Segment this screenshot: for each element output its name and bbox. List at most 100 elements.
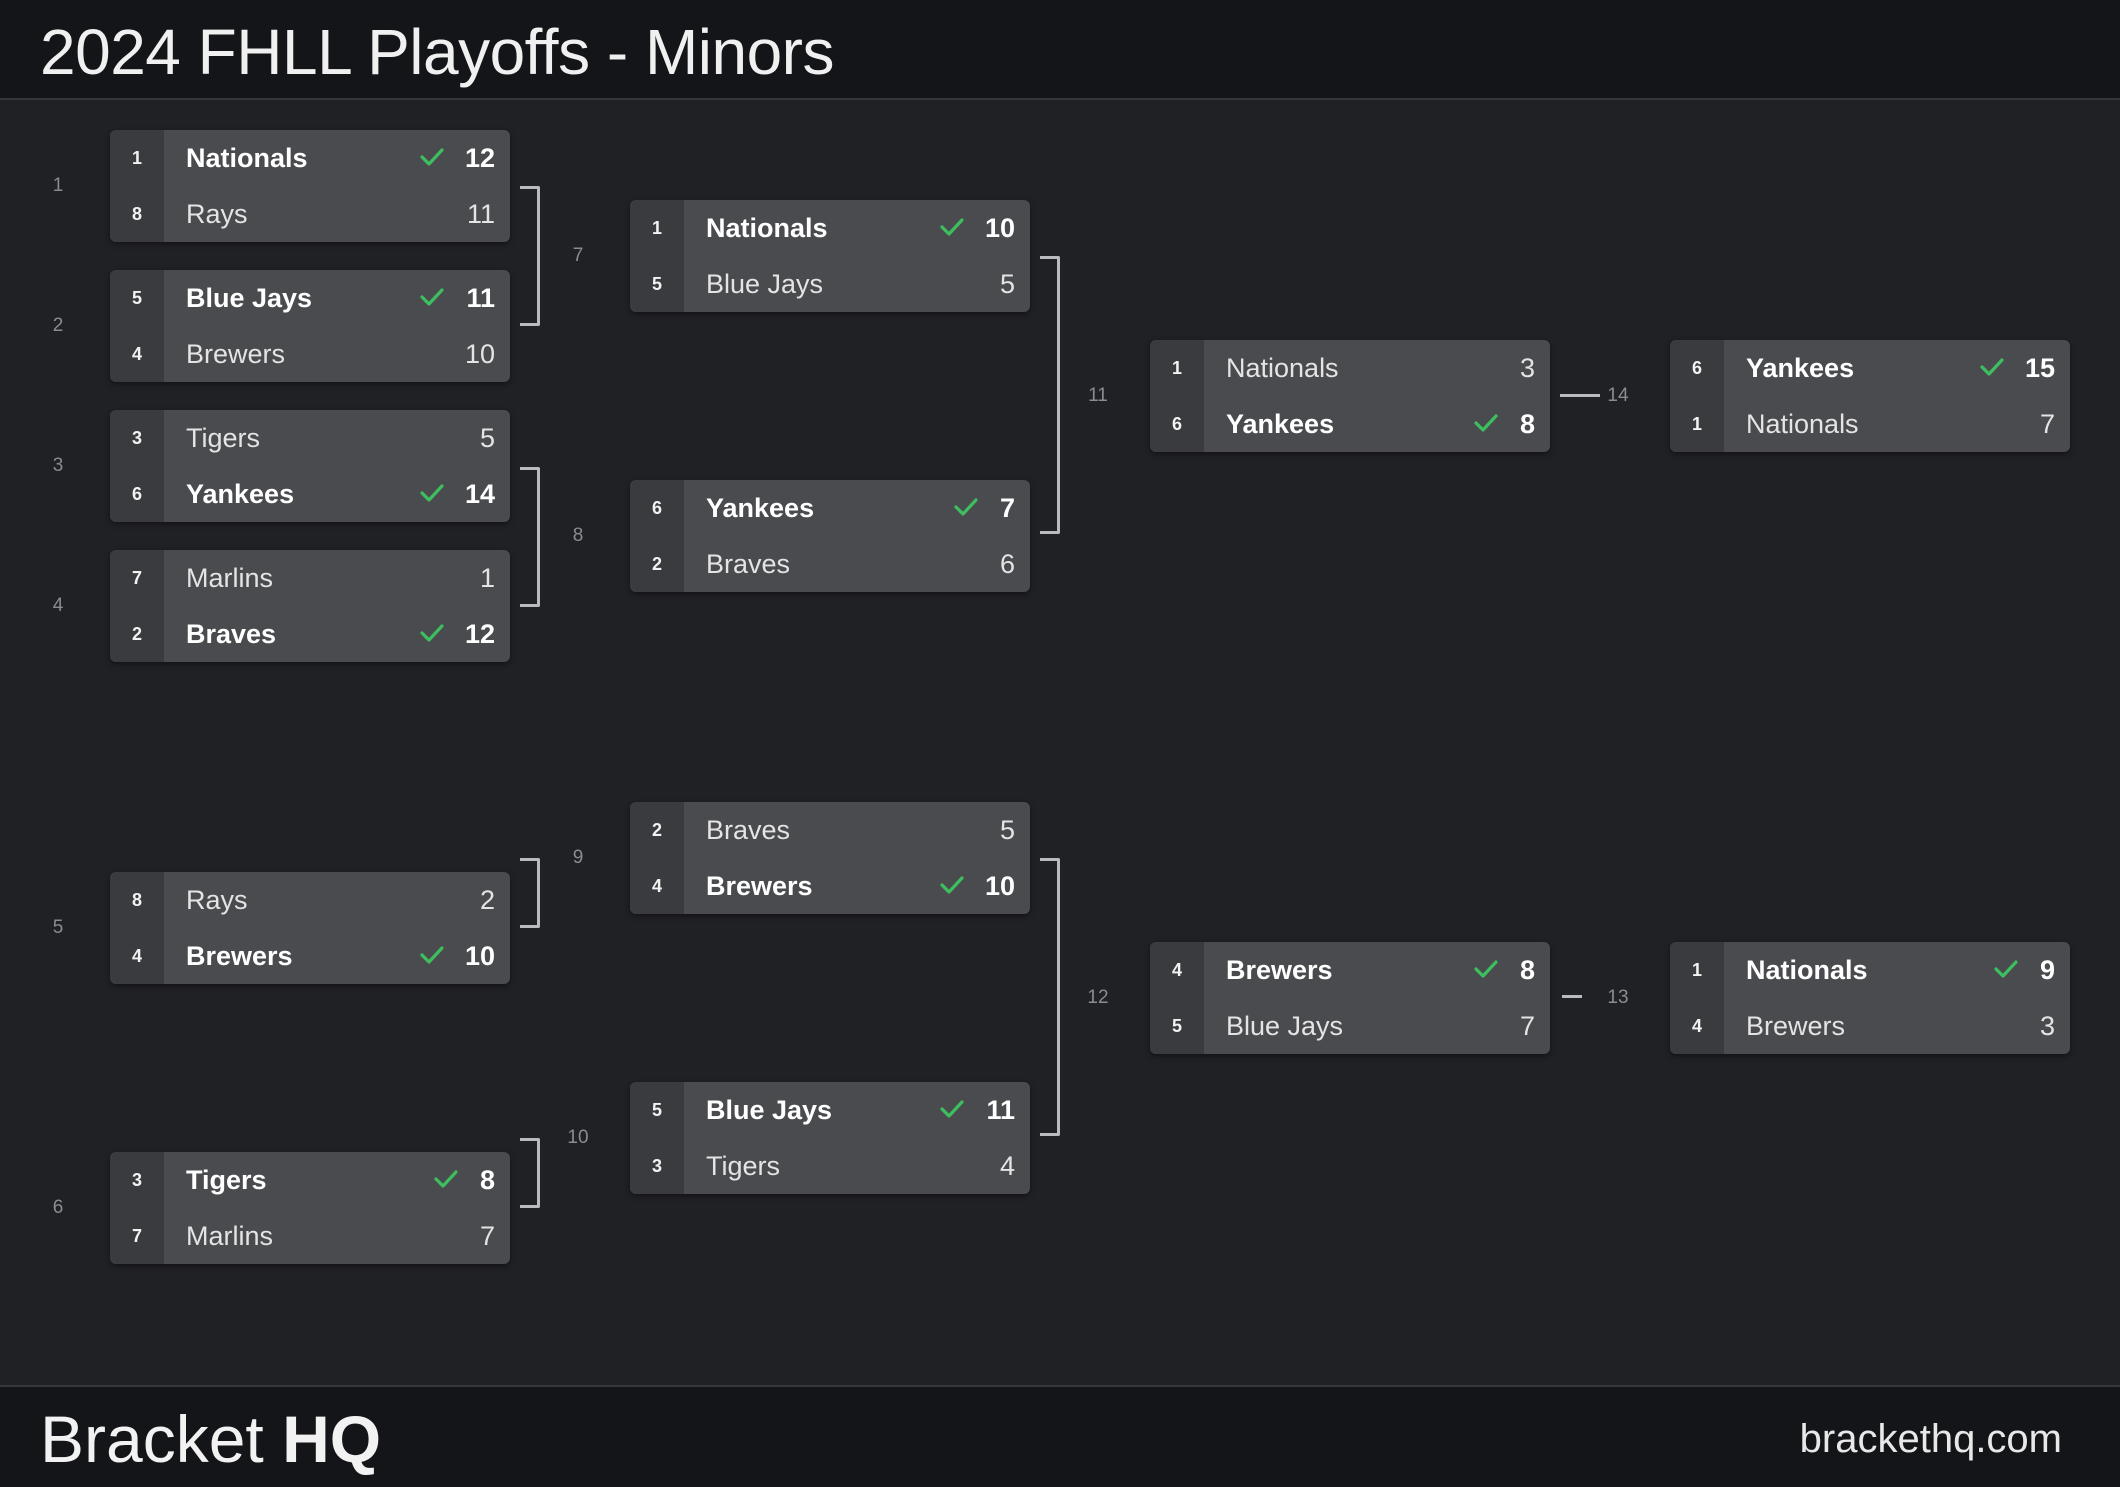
team-score: 11 [466, 283, 495, 313]
team-score: 10 [984, 871, 1015, 901]
team-name: Nationals [1746, 955, 1868, 985]
match-number: 6 [52, 1197, 64, 1218]
team-row[interactable]: 2 Braves 12 [110, 606, 510, 662]
brand-regular: Bracket [40, 1402, 264, 1476]
team-name: Yankees [1226, 409, 1335, 439]
match-number: 12 [1087, 987, 1109, 1008]
team-name: Blue Jays [706, 1095, 833, 1125]
team-name: Brewers [1746, 1011, 1846, 1041]
team-score: 8 [479, 1165, 495, 1195]
bracket-connector [520, 467, 540, 607]
team-name: Nationals [1746, 409, 1859, 439]
bracket-connector [1040, 858, 1060, 1136]
check-icon [1474, 959, 1498, 979]
team-seed: 5 [1150, 998, 1204, 1054]
site-link[interactable]: brackethq.com [1799, 1417, 2062, 1461]
bracket-connector [520, 186, 540, 326]
team-seed: 7 [110, 550, 164, 606]
team-seed: 3 [110, 1152, 164, 1208]
team-seed: 6 [110, 466, 164, 522]
team-score: 5 [999, 815, 1015, 845]
bracket-connector [1562, 995, 1582, 998]
team-name: Blue Jays [1226, 1011, 1344, 1041]
match-number: 2 [52, 315, 64, 336]
team-name: Yankees [706, 493, 815, 523]
team-seed: 6 [1670, 340, 1724, 396]
bracket-connector [1560, 394, 1600, 397]
team-score: 10 [984, 213, 1015, 243]
team-seed: 5 [630, 1082, 684, 1138]
team-score: 12 [464, 619, 495, 649]
bracket-connector [520, 1138, 540, 1208]
check-icon [420, 147, 444, 167]
team-name: Marlins [186, 1221, 274, 1251]
team-seed: 5 [110, 270, 164, 326]
team-seed: 8 [110, 186, 164, 242]
team-seed: 2 [110, 606, 164, 662]
match-number: 5 [52, 917, 64, 938]
team-score: 14 [464, 479, 495, 509]
brand-logo[interactable]: Bracket HQ [40, 1401, 381, 1477]
team-seed: 4 [110, 326, 164, 382]
team-name: Rays [186, 199, 248, 229]
team-seed: 2 [630, 802, 684, 858]
check-icon [954, 497, 978, 517]
check-icon [1994, 959, 2018, 979]
team-score: 12 [464, 143, 495, 173]
team-name: Braves [186, 619, 277, 649]
team-score: 15 [2024, 353, 2055, 383]
team-name: Brewers [186, 339, 286, 369]
team-seed: 6 [1150, 396, 1204, 452]
check-icon [420, 623, 444, 643]
team-seed: 1 [1670, 942, 1724, 998]
team-seed: 4 [1670, 998, 1724, 1054]
team-seed: 1 [630, 200, 684, 256]
